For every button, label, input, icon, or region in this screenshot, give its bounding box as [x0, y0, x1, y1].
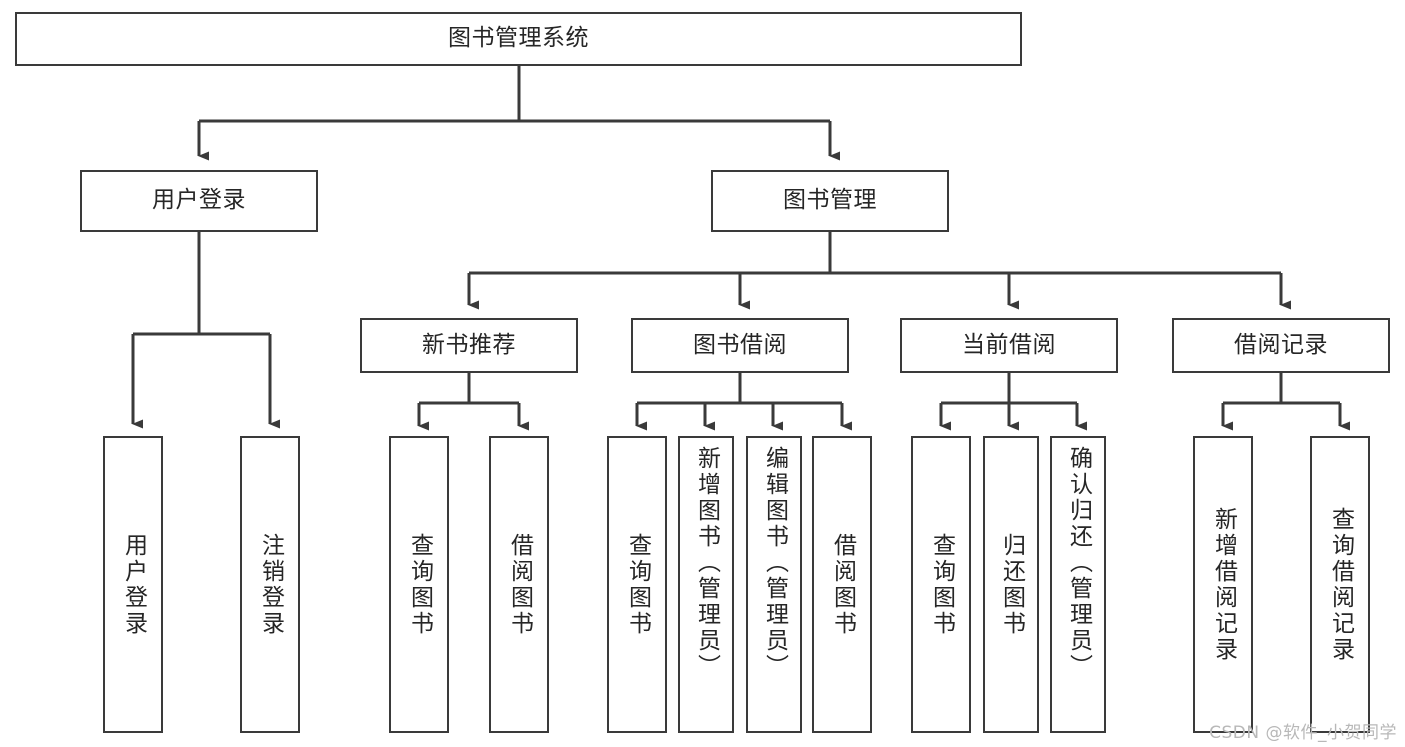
- leaf-br-query-record[interactable]: 查询借阅记录: [1310, 436, 1370, 733]
- node-user-login[interactable]: 用户登录: [80, 170, 318, 232]
- node-new-book-recommend[interactable]: 新书推荐: [360, 318, 578, 373]
- leaf-nb-borrow-book-label: 借阅图书: [506, 532, 533, 637]
- leaf-nb-query-book-label: 查询图书: [406, 532, 433, 637]
- node-current-borrow-label: 当前借阅: [962, 331, 1056, 358]
- leaf-br-add-record[interactable]: 新增借阅记录: [1193, 436, 1253, 733]
- leaf-bb-add-book-admin[interactable]: 新增图书（管理员）: [678, 436, 734, 733]
- leaf-bb-edit-book-admin[interactable]: 编辑图书（管理员）: [746, 436, 802, 733]
- leaf-bb-edit-book-admin-label: 编辑图书（管理员）: [761, 446, 788, 680]
- leaf-bb-borrow-book[interactable]: 借阅图书: [812, 436, 872, 733]
- node-borrow-records[interactable]: 借阅记录: [1172, 318, 1390, 373]
- node-book-borrow[interactable]: 图书借阅: [631, 318, 849, 373]
- leaf-logout-label: 注销登录: [257, 532, 284, 637]
- leaf-bb-add-book-admin-label: 新增图书（管理员）: [693, 446, 720, 680]
- leaf-br-query-record-label: 查询借阅记录: [1327, 506, 1354, 663]
- leaf-bb-borrow-book-label: 借阅图书: [829, 532, 856, 637]
- node-new-book-recommend-label: 新书推荐: [422, 331, 516, 358]
- leaf-bb-query-book[interactable]: 查询图书: [607, 436, 667, 733]
- leaf-nb-borrow-book[interactable]: 借阅图书: [489, 436, 549, 733]
- node-root-system[interactable]: 图书管理系统: [15, 12, 1022, 66]
- leaf-cb-confirm-return-admin[interactable]: 确认归还（管理员）: [1050, 436, 1106, 733]
- node-book-management-label: 图书管理: [783, 187, 877, 214]
- leaf-cb-return-book-label: 归还图书: [998, 532, 1025, 637]
- leaf-bb-query-book-label: 查询图书: [624, 532, 651, 637]
- node-book-management[interactable]: 图书管理: [711, 170, 949, 232]
- node-root-system-label: 图书管理系统: [448, 25, 589, 52]
- leaf-user-login[interactable]: 用户登录: [103, 436, 163, 733]
- leaf-logout[interactable]: 注销登录: [240, 436, 300, 733]
- node-current-borrow[interactable]: 当前借阅: [900, 318, 1118, 373]
- leaf-br-add-record-label: 新增借阅记录: [1210, 506, 1237, 663]
- leaf-cb-confirm-return-admin-label: 确认归还（管理员）: [1065, 446, 1092, 680]
- leaf-cb-query-book[interactable]: 查询图书: [911, 436, 971, 733]
- leaf-user-login-label: 用户登录: [120, 532, 147, 637]
- leaf-cb-query-book-label: 查询图书: [928, 532, 955, 637]
- leaf-cb-return-book[interactable]: 归还图书: [983, 436, 1039, 733]
- node-borrow-records-label: 借阅记录: [1234, 331, 1328, 358]
- leaf-nb-query-book[interactable]: 查询图书: [389, 436, 449, 733]
- node-user-login-label: 用户登录: [152, 187, 246, 214]
- node-book-borrow-label: 图书借阅: [693, 331, 787, 358]
